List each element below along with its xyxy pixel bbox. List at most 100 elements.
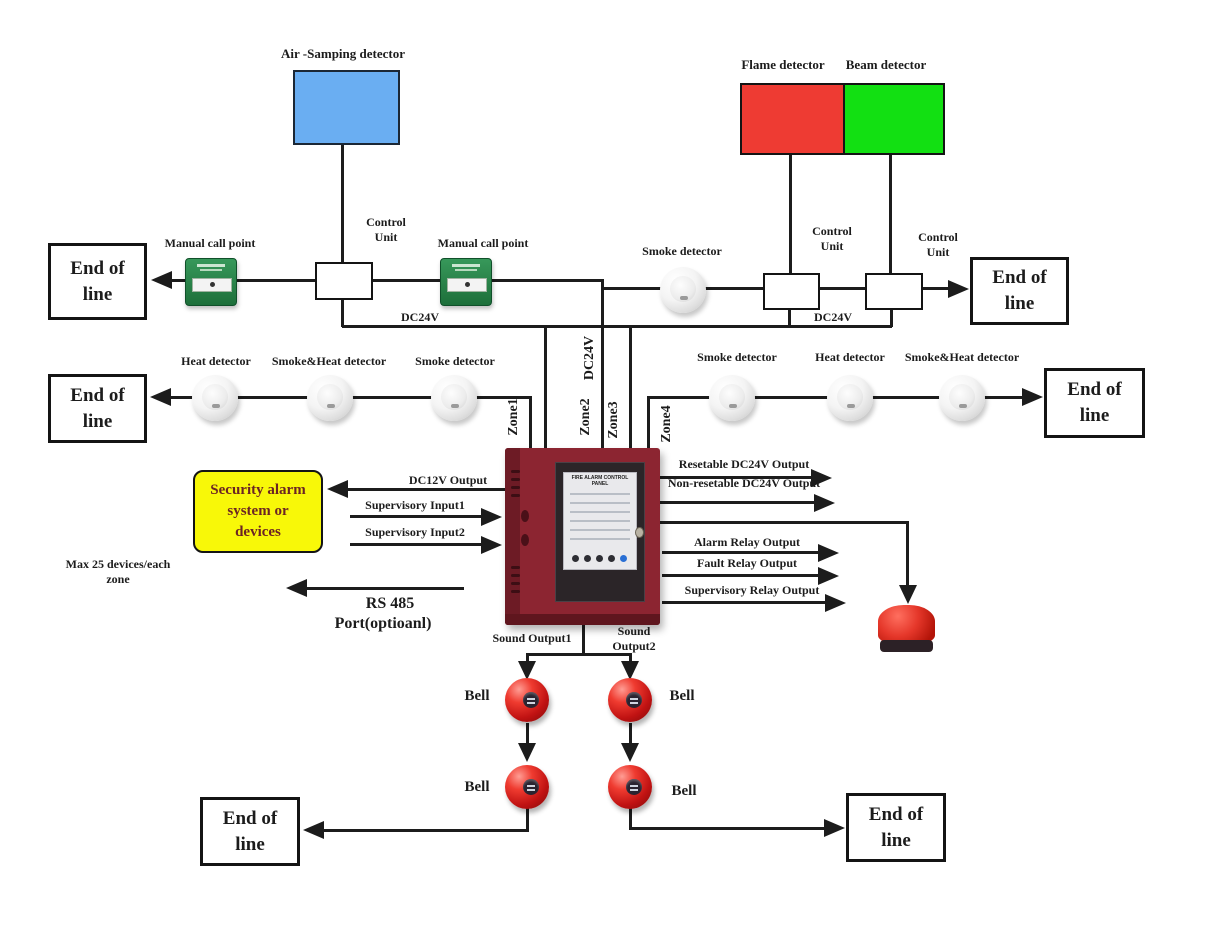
wire-dc12v	[345, 488, 507, 491]
wire-segment	[789, 151, 792, 273]
heat-detector-left	[192, 375, 238, 421]
panel-led-rows	[570, 486, 630, 544]
end-of-line-text: End of line	[1067, 379, 1122, 426]
manual-call-point-1	[185, 258, 237, 306]
end-of-line-text: End of line	[70, 384, 125, 432]
panel-lock	[635, 527, 644, 538]
arrow-head	[303, 821, 324, 839]
heat-detector-label-right: Heat detector	[815, 350, 885, 364]
supervisory-input1-label: Supervisory Input1	[365, 498, 465, 512]
dc24v-label-left: DC24V	[401, 310, 439, 324]
wire-zone4	[647, 396, 650, 450]
smoke-heat-detector-right	[939, 375, 985, 421]
control-unit-2-box	[763, 273, 820, 310]
wire-zone2	[544, 325, 547, 450]
smoke-heat-detector-left	[307, 375, 353, 421]
alarm-beacon	[878, 605, 935, 652]
wire-segment	[890, 306, 893, 327]
heat-detector-label-left: Heat detector	[181, 354, 251, 368]
arrow-head	[151, 271, 172, 289]
wire-supervisory1	[350, 515, 483, 518]
panel-vent	[511, 486, 520, 489]
beacon-dome	[878, 605, 935, 642]
call-point-button	[209, 282, 215, 287]
smoke-heat-label-right: Smoke&Heat detector	[904, 350, 1020, 364]
bell-label-1: Bell	[464, 688, 490, 704]
beam-detector-label: Beam detector	[845, 57, 927, 72]
wire-dc24v-down	[601, 279, 604, 450]
smoke-detector-label-top: Smoke detector	[642, 244, 722, 258]
wire-segment	[526, 723, 529, 745]
arrow-head	[1022, 388, 1043, 406]
smoke-detector-right	[709, 375, 755, 421]
wire-alarm-relay	[662, 551, 820, 554]
end-of-line-box-1: End of line	[48, 243, 147, 320]
arrow-head	[481, 508, 502, 526]
max-devices-label: Max 25 devices/each zone	[65, 557, 171, 586]
zone4-label: Zone4	[659, 405, 674, 443]
call-point-text-line	[197, 263, 225, 267]
wire-beacon-feed	[655, 521, 909, 524]
arrow-head	[814, 494, 835, 512]
wire-segment	[341, 297, 344, 327]
panel-vent	[511, 470, 520, 473]
wire-supervisory-relay	[662, 601, 827, 604]
sound-output1-label: Sound Output1	[492, 631, 572, 645]
bell-3	[505, 765, 549, 809]
wire-segment	[889, 151, 892, 273]
beam-detector-box	[843, 83, 945, 155]
wire-fault-relay	[662, 574, 820, 577]
panel-vent	[511, 478, 520, 481]
bell-1	[505, 678, 549, 722]
panel-side	[505, 448, 520, 625]
panel-vent	[511, 582, 520, 585]
wire-segment	[169, 279, 603, 282]
wire-supervisory2	[350, 543, 483, 546]
end-of-line-box-5: End of line	[200, 797, 300, 866]
arrow-head	[818, 544, 839, 562]
end-of-line-box-3: End of line	[48, 374, 147, 443]
arrow-head	[621, 661, 639, 680]
smoke-detector-label-left: Smoke detector	[415, 354, 495, 368]
dc24v-label-right: DC24V	[814, 310, 852, 324]
wire-rs485	[304, 587, 464, 590]
security-alarm-box: Security alarm system or devices	[193, 470, 323, 553]
panel-face: FIRE ALARM CONTROL PANEL	[563, 472, 637, 570]
panel-vent	[511, 566, 520, 569]
arrow-head	[621, 743, 639, 762]
arrow-head	[327, 480, 348, 498]
bell-2	[608, 678, 652, 722]
call-point-text-line	[200, 269, 222, 272]
control-unit-label-1: Control Unit	[366, 215, 406, 244]
manual-call-point-2	[440, 258, 492, 306]
end-of-line-text: End of line	[70, 257, 125, 305]
smoke-detector-label-right: Smoke detector	[697, 350, 777, 364]
wire-segment	[629, 723, 632, 745]
arrow-head	[150, 388, 171, 406]
wire-segment	[788, 306, 791, 327]
dc24v-vertical-label: DC24V	[582, 335, 597, 381]
flame-detector-box	[740, 83, 847, 155]
panel-knob	[521, 510, 529, 522]
arrow-head	[825, 594, 846, 612]
air-sampling-detector-box	[293, 70, 400, 145]
panel-vent	[511, 590, 520, 593]
call-point-text-line	[455, 269, 477, 272]
arrow-head	[518, 661, 536, 680]
zone3-label: Zone3	[606, 401, 621, 439]
zone2-label: Zone2	[578, 398, 593, 436]
wire-segment	[320, 829, 529, 832]
end-of-line-text: End of line	[868, 803, 924, 851]
wire-sound2	[629, 653, 632, 663]
control-unit-label-2: Control Unit	[812, 224, 852, 253]
bell-label-3: Bell	[464, 779, 490, 795]
control-unit-label-3: Control Unit	[918, 230, 958, 259]
wire-sound	[526, 653, 632, 656]
arrow-head	[824, 819, 845, 837]
alarm-relay-label: Alarm Relay Output	[694, 535, 800, 549]
end-of-line-box-4: End of line	[1044, 368, 1145, 438]
rs485-port-label: Port(optioanl)	[334, 615, 432, 632]
wire-sound1	[526, 653, 529, 663]
air-sampling-label: Air -Samping detector	[281, 46, 405, 61]
